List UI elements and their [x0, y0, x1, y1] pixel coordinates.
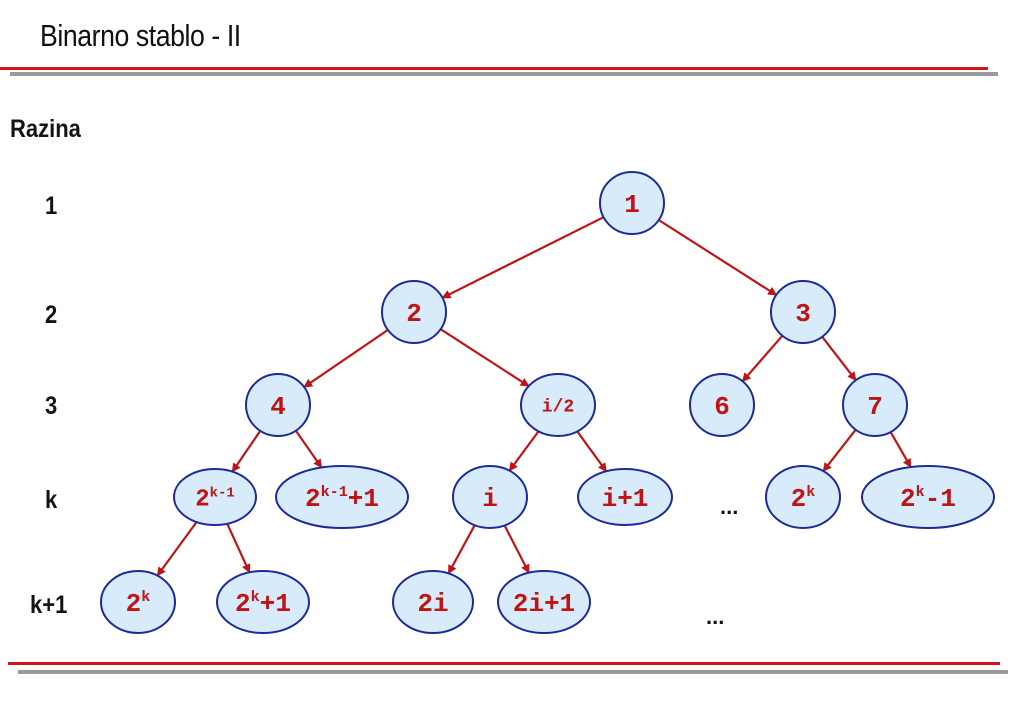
edge-nhalf-to-ni1: [576, 430, 608, 473]
edge-n4-to-b: [294, 430, 323, 469]
tree-node-e: 2k: [100, 570, 176, 634]
tree-node-n2i: 2i: [392, 570, 474, 634]
edge-n3-to-n6: [741, 334, 784, 383]
top-rule-gray: [10, 72, 998, 76]
node-label: i+1: [602, 484, 649, 514]
node-label: 4: [270, 392, 286, 422]
node-shape: [861, 465, 995, 529]
level-label-2: 2: [45, 301, 58, 329]
level-heading: Razina: [10, 115, 81, 143]
tree-node-n3: 3: [770, 280, 836, 344]
node-shape: [275, 465, 409, 529]
level-label-k: k: [45, 486, 58, 514]
node-label: 2k: [791, 483, 816, 514]
edge-ni-to-n2i: [447, 524, 476, 575]
tree-node-n1: 1: [599, 171, 665, 235]
tree-node-n2: 2: [381, 280, 447, 344]
bottom-rule-red: [8, 662, 1000, 665]
node-shape: [245, 373, 311, 437]
node-shape: [520, 373, 596, 437]
tree-node-b: 2k-1+1: [275, 465, 409, 529]
node-label: 2k: [126, 588, 151, 619]
edge-n1-to-n2: [441, 216, 605, 299]
node-shape: [770, 280, 836, 344]
node-shape: [689, 373, 755, 437]
level-label-3: 3: [45, 392, 58, 420]
top-rule-red: [0, 67, 988, 70]
node-shape: [842, 373, 908, 437]
node-label: 6: [714, 392, 730, 422]
edge-ni-to-n2i1: [503, 524, 530, 574]
tree-node-n6: 6: [689, 373, 755, 437]
tree-node-n7: 7: [842, 373, 908, 437]
node-shape: [100, 570, 176, 634]
node-label: 7: [867, 392, 883, 422]
node-label: 2k-1+1: [305, 483, 379, 514]
tree-node-n4: 4: [245, 373, 311, 437]
edge-a-to-f: [226, 523, 251, 574]
edge-n4-to-a: [231, 430, 262, 473]
edge-a-to-e: [156, 521, 198, 577]
ellipsis-level-k-plus-1: ...: [706, 604, 724, 629]
node-label: 2k-1: [900, 483, 956, 514]
tree-node-f: 2k+1: [216, 570, 310, 634]
node-shape: [765, 465, 841, 529]
edge-n2-to-n4: [303, 328, 389, 389]
tree-node-a: 2k-1: [173, 468, 257, 526]
node-label: 2i: [417, 589, 448, 619]
node-shape: [577, 468, 673, 526]
edge-n7-to-c: [822, 429, 857, 472]
node-label: 2i+1: [513, 589, 575, 619]
node-label: i: [482, 484, 498, 514]
level-label-k-plus-1: k+1: [30, 591, 68, 619]
edge-nhalf-to-ni: [508, 430, 540, 472]
node-shape: [497, 570, 591, 634]
tree-node-nhalf: i/2: [520, 373, 596, 437]
node-shape: [452, 465, 528, 529]
node-label: 3: [795, 299, 811, 329]
node-label: 2k+1: [235, 588, 291, 619]
bottom-rule-gray: [18, 670, 1008, 674]
tree-node-c: 2k: [765, 465, 841, 529]
node-shape: [392, 570, 474, 634]
node-shape: [599, 171, 665, 235]
node-shape: [173, 468, 257, 526]
tree-node-ni1: i+1: [577, 468, 673, 526]
level-label-1: 1: [45, 192, 58, 220]
edge-n2-to-nhalf: [440, 328, 530, 388]
node-label: i/2: [542, 397, 574, 417]
node-label: 2k-1: [195, 485, 234, 513]
tree-node-ni: i: [452, 465, 528, 529]
node-label: 1: [624, 190, 640, 220]
edge-n1-to-n3: [658, 219, 778, 296]
tree-node-d: 2k-1: [861, 465, 995, 529]
tree-node-n2i1: 2i+1: [497, 570, 591, 634]
node-label: 2: [406, 299, 422, 329]
edge-n3-to-n7: [821, 336, 857, 381]
ellipsis-level-k: ...: [720, 494, 738, 519]
node-shape: [216, 570, 310, 634]
node-shape: [381, 280, 447, 344]
page-title: Binarno stablo - II: [40, 18, 241, 53]
edge-n7-to-d: [889, 431, 912, 468]
